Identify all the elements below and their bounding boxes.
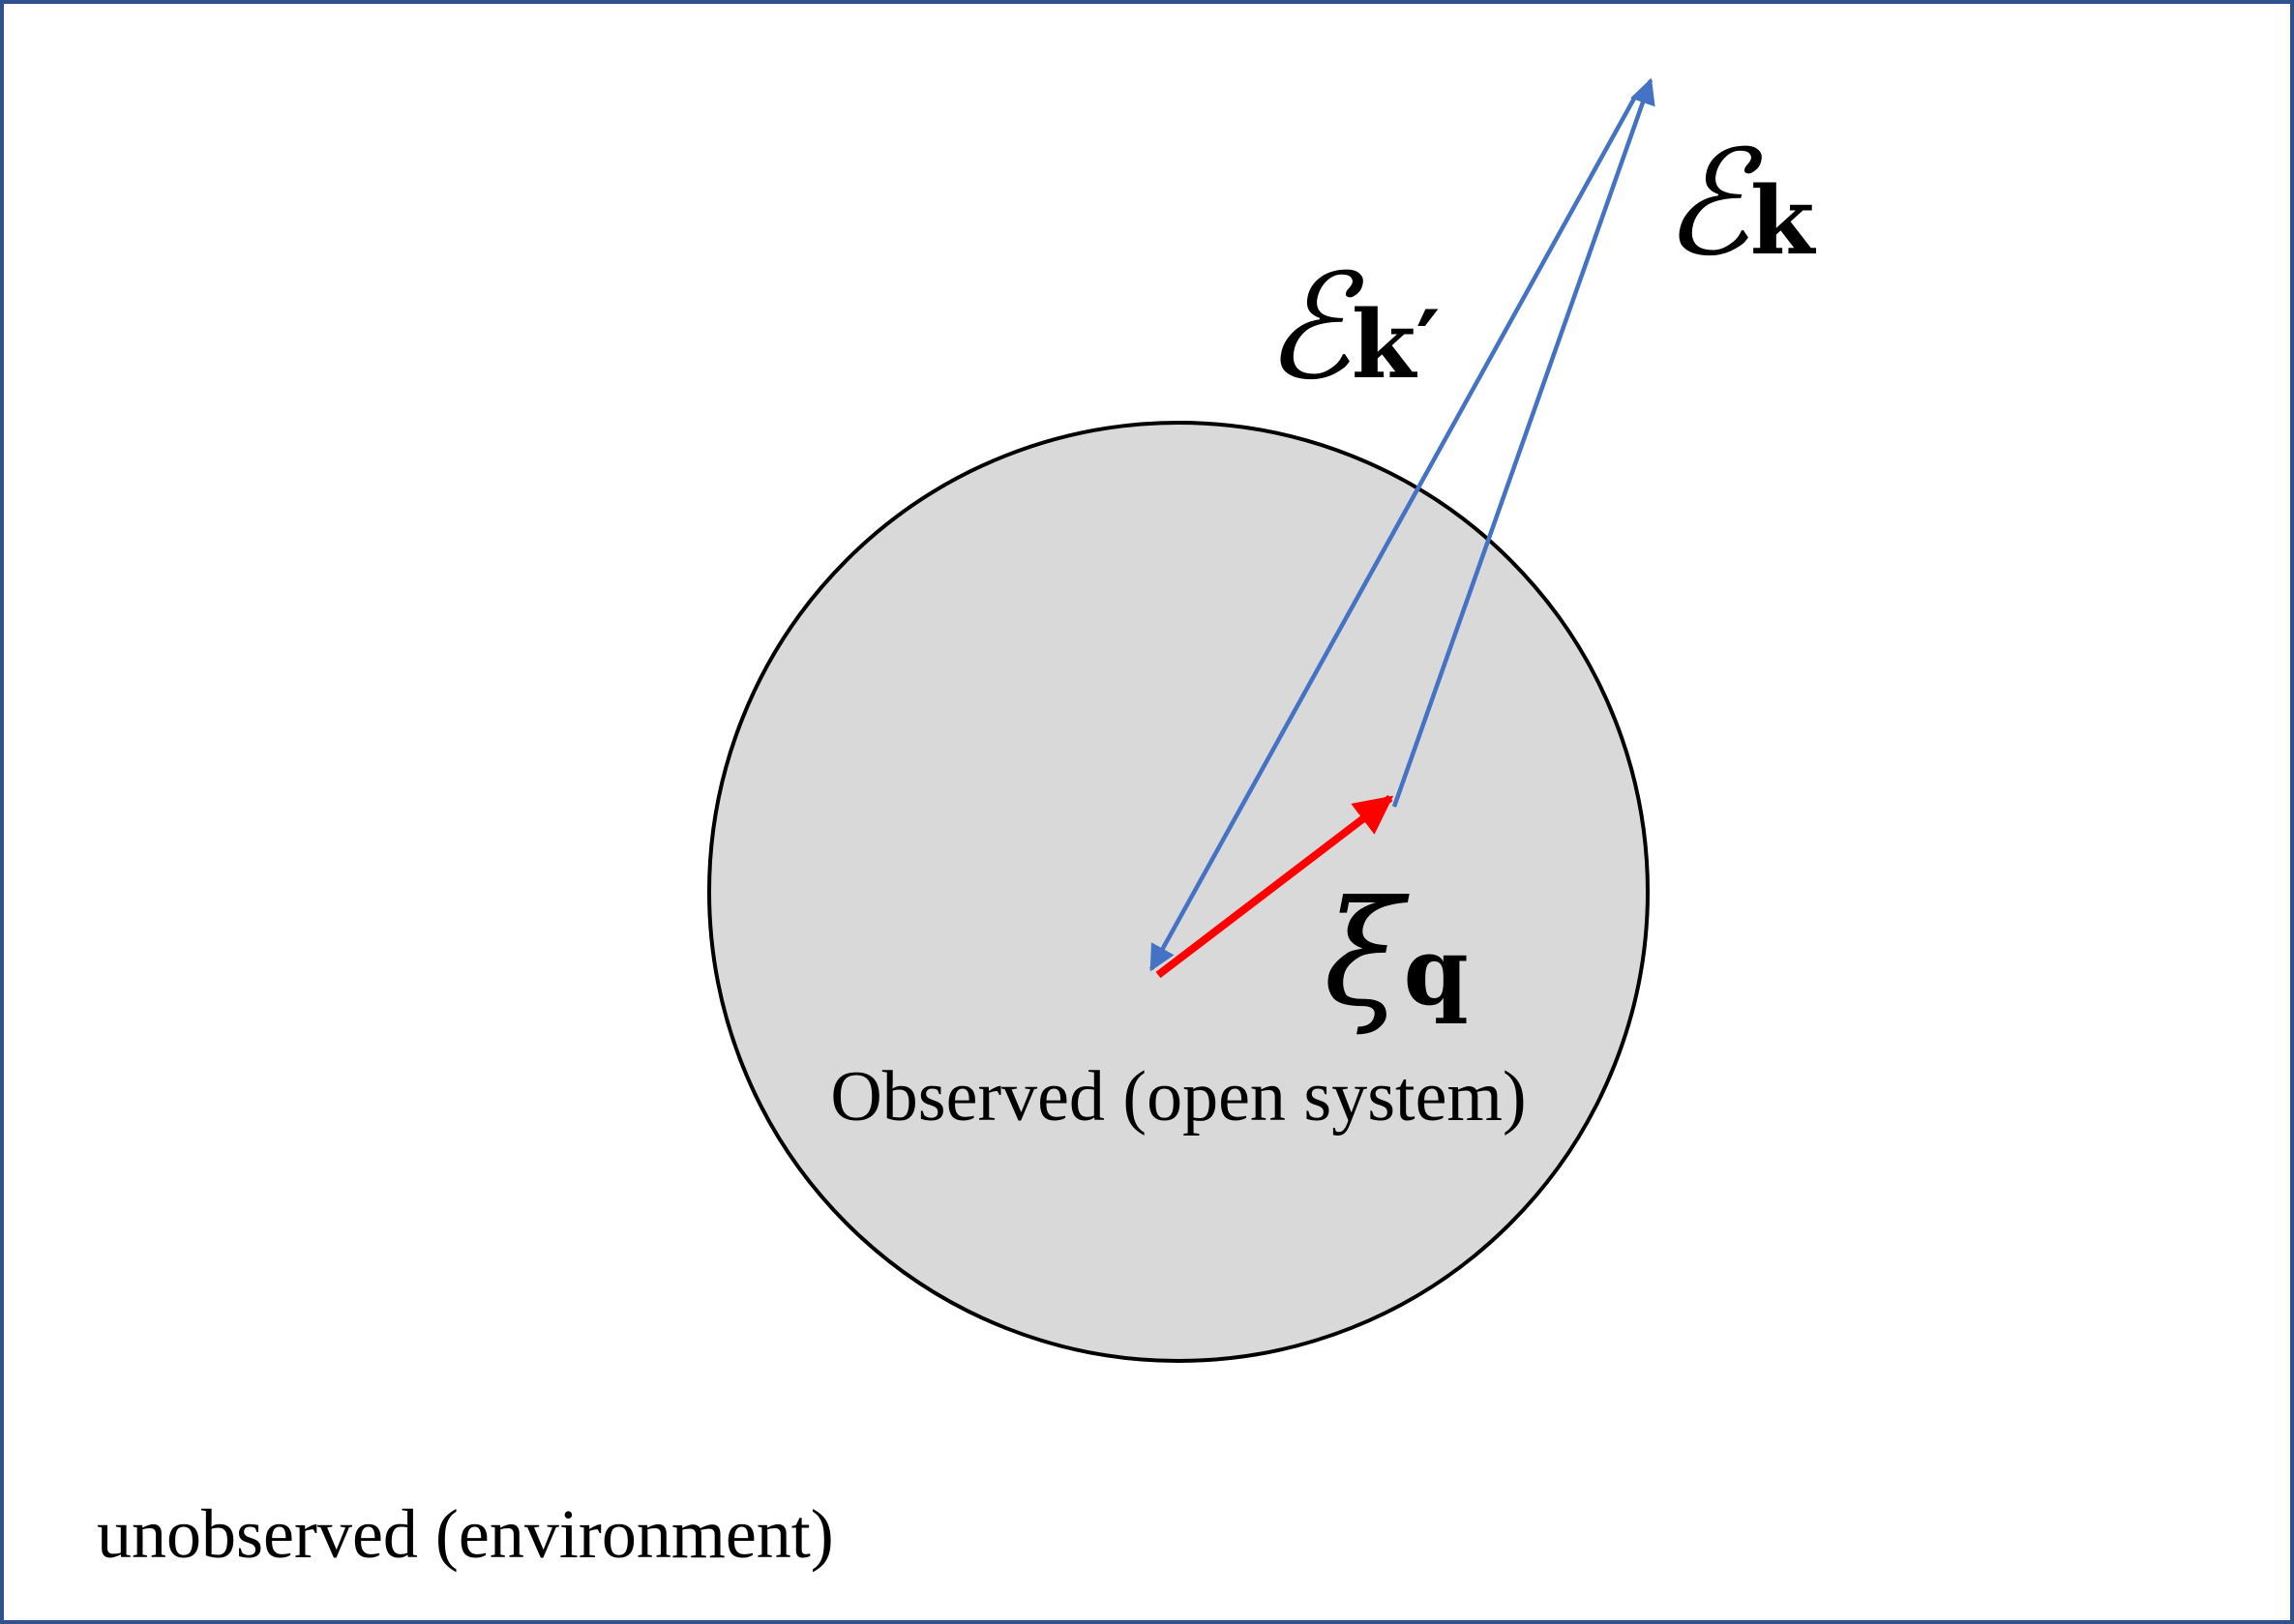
observed-system-circle <box>707 421 1650 1363</box>
observed-label: Observed (open system) <box>830 1057 1526 1137</box>
vector-e-kprime <box>1149 95 1637 972</box>
vector-xi-q <box>1155 794 1394 979</box>
vector-e-k <box>1391 77 1655 808</box>
label-xi-q: ξq <box>1324 871 1469 1039</box>
label-e-kprime: ℰk′ <box>1264 244 1441 412</box>
unobserved-label: unobserved (environment) <box>97 1495 834 1573</box>
label-e-k: ℰk <box>1662 120 1817 288</box>
